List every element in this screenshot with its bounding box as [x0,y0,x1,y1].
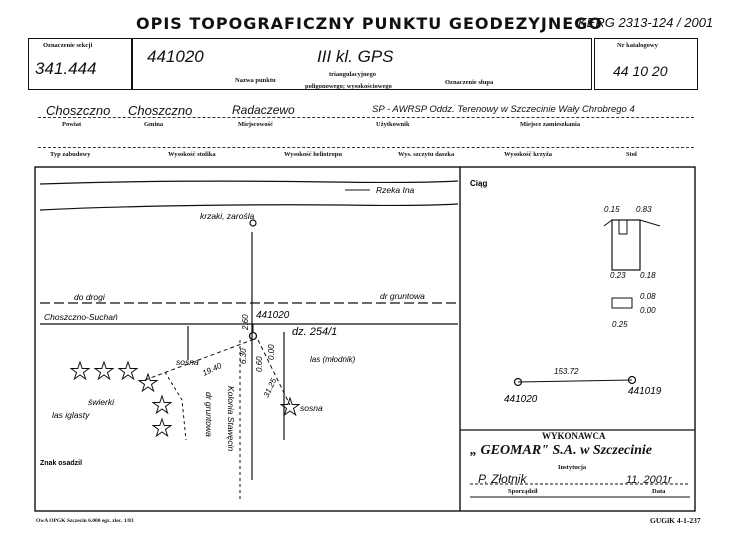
date-label: Data [652,488,666,495]
ciag-d-top2: 0.83 [636,205,652,214]
ciag-p1: 441020 [504,394,538,405]
contractor-title: WYKONAWCA [542,431,606,441]
label-miejscowosc: Miejscowość [238,121,274,128]
catalog-value: 44 10 20 [613,63,668,79]
contractor-date: 11. 2001r [626,474,672,486]
label-uzytkownik: Użytkownik [376,121,410,128]
ciag-d-low2: 0.00 [640,306,656,315]
point-label: 441020 [256,310,290,321]
dim-630: 6.30 [239,348,248,364]
gmina-value: Choszczno [128,103,193,118]
river-label: Rzeka Ina [376,185,415,195]
dirt-road2-label: dr gruntowa [204,392,214,437]
point-type-line1: triangulacyjnego [329,71,376,78]
ciag-d-bottom: 0.25 [612,320,628,329]
document-title: OPIS TOPOGRAFICZNY PUNKTU GEODEZYJNEGO [136,14,603,33]
catalog-box: Nr katalogowy 44 10 20 [594,38,698,90]
corner-label: Znak osadzil [40,460,82,467]
point-number: 441020 [147,47,204,66]
footer-right: GUGiK 4-1-237 [650,516,701,525]
dim-260: 2.60 [241,314,250,331]
dim-000: 0.00 [267,344,276,360]
field-wysokosc-krzyza: Wysokość krzyża [504,151,552,158]
ciag-p2: 441019 [628,386,662,397]
dim-060: 0.60 [255,356,264,372]
institution-label: Instytucja [558,464,587,471]
pillar-label: Oznaczenie słupa [445,79,494,86]
ciag-d-top: 0.15 [604,205,620,214]
pine1-label: sosna [176,357,199,367]
parcel-label: dz. 254/1 [292,326,337,338]
ciag-d-mid2: 0.18 [640,271,656,280]
section-value: 341.444 [35,59,97,78]
dirt-road-label: dr gruntowa [380,291,425,301]
to-road-label: do drogi [74,292,106,302]
fields-line [38,147,694,148]
forest-young-label: las (młodnik) [310,355,356,364]
field-stol: Stoł [626,151,637,158]
kerg-number: KERG 2313-124 / 2001 [578,15,714,30]
footer-left: OwA OPGK Szczecin 6.000 egz. zlec. 1/83 [36,518,134,524]
dim-1940: 19.40 [201,361,223,378]
ciag-distance: 153.72 [554,367,579,376]
contractor-name: „ GEOMAR" S.A. w Szczecinie [470,443,653,458]
point-name-label: Nazwa punktu [235,77,276,84]
catalog-label: Nr katalogowy [617,42,658,49]
point-box: 441020 III kl. GPS Nazwa punktu triangul… [132,38,592,90]
uzytkownik-value: SP - AWRSP Oddz. Terenowy w Szczecinie W… [372,104,635,115]
powiat-value: Choszczno [46,103,111,118]
tree-star-icons [69,360,301,438]
conifer-label: las iglasty [52,410,90,420]
field-wys-szczytu: Wys. szczytu daszka [398,151,455,158]
road-label: Choszczno-Suchań [44,312,118,322]
ciag-d-low1: 0.08 [640,292,656,301]
label-miejsce: Miejsce zamieszkania [520,121,581,128]
dim-3125: 31.25 [262,376,279,398]
ciag-label: Ciąg [470,179,487,188]
pine2-label: sosna [300,403,323,413]
person-name: P. Złotnik [478,472,527,486]
bushes-label: krzaki, zarośla [200,211,255,221]
point-class: III kl. GPS [317,47,394,66]
label-powiat: Powiat [62,121,82,128]
field-typ-zabudowy: Typ zabudowy [50,151,91,158]
location-underline [38,117,694,118]
field-wysokosc-heliotropu: Wysokość heliotropu [284,151,342,158]
label-gmina: Gmina [144,121,164,128]
field-wysokosc-stolika: Wysokość stolika [168,151,216,158]
section-box: Oznaczenie sekcji 341.444 [28,38,132,90]
section-label: Oznaczenie sekcji [43,42,93,49]
spruce-label: świerki [88,397,115,407]
made-by-label: Sporządził [508,488,538,495]
miejscowosc-value: Radaczewo [232,103,295,117]
point-type-line2: poligonowego; wysokościowego [305,83,392,90]
colony-label: Kolonia Stawęcin [226,386,236,451]
ciag-d-mid: 0.23 [610,271,626,280]
